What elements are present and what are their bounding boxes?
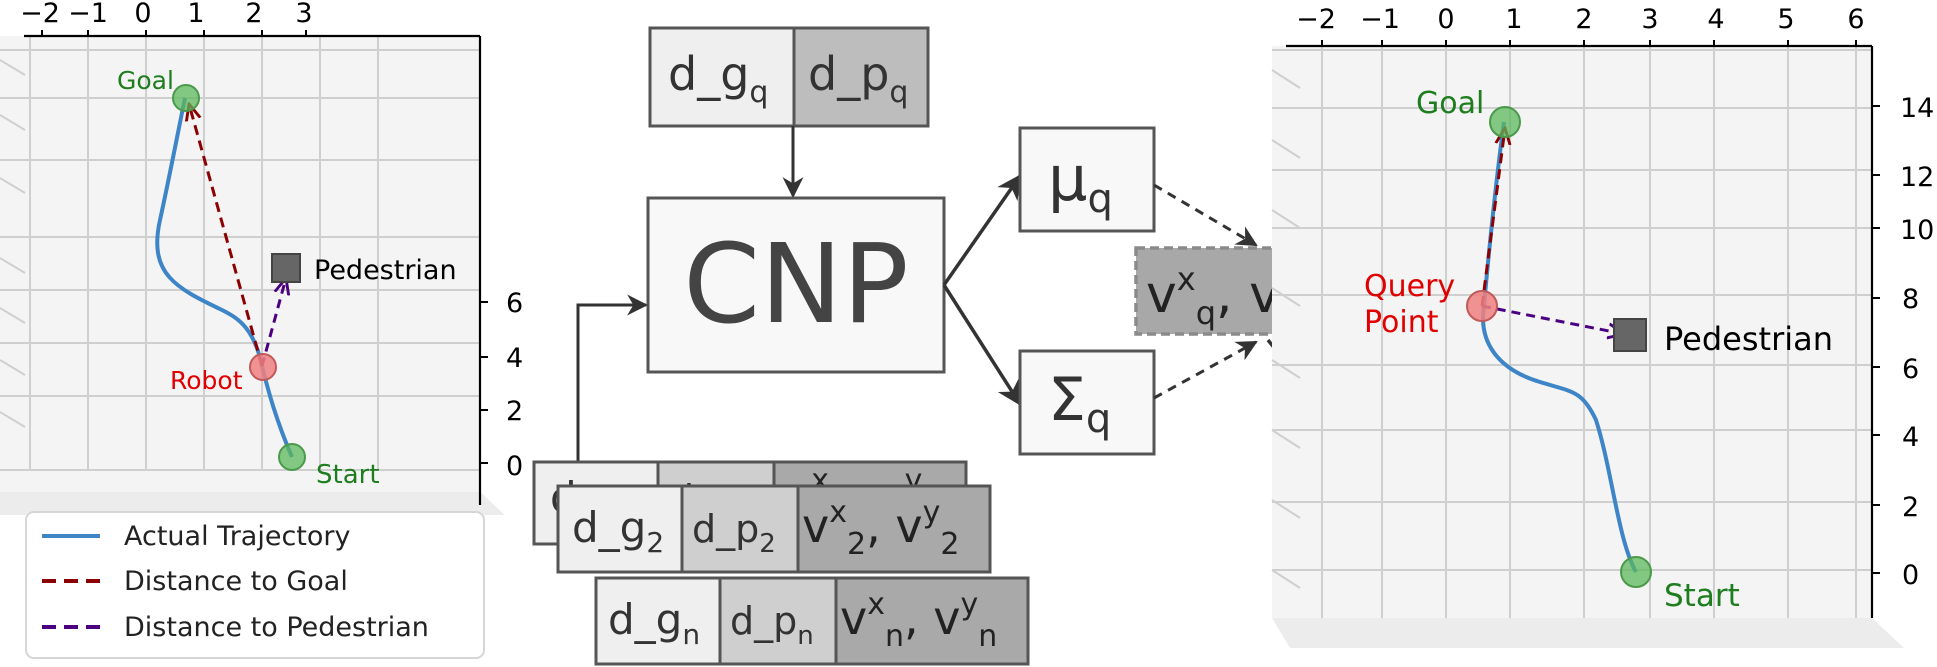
mu-label: μq <box>1048 142 1113 222</box>
right-pedestrian-marker <box>1613 318 1647 352</box>
context-row-2-dp: d_p2 <box>692 507 776 559</box>
context-to-cnp-arrow <box>576 294 649 462</box>
right-y-tick: 14 <box>1900 93 1934 124</box>
sigma-label: Σq <box>1048 365 1111 442</box>
left-trajectory <box>155 97 294 458</box>
left-goal-label: Goal <box>117 66 174 95</box>
context-row-2: d_g2 d_p2 vx2, vy2 <box>556 484 992 574</box>
right-y-tick: 4 <box>1902 422 1919 453</box>
right-plot-floor <box>1272 618 1904 648</box>
left-x-tick: 1 <box>187 0 204 29</box>
context-row-2-dg: d_g2 <box>572 503 664 559</box>
right-y-tick: 8 <box>1902 284 1919 315</box>
left-robot-marker <box>249 353 277 381</box>
right-y-tick-marks <box>1872 105 1880 574</box>
right-x-tick: 3 <box>1641 4 1658 35</box>
sigma-to-output-arrow <box>1153 340 1258 400</box>
right-start-marker <box>1620 556 1652 588</box>
right-plot-grid <box>1271 46 1872 620</box>
right-goal-marker <box>1489 106 1521 138</box>
right-y-tick: 6 <box>1902 354 1919 385</box>
left-start-label: Start <box>316 460 380 490</box>
left-start-marker <box>278 443 306 471</box>
right-x-tick: 0 <box>1437 4 1454 35</box>
legend: Actual Trajectory Distance to Goal Dista… <box>25 511 485 659</box>
left-plot-pane <box>0 36 480 506</box>
left-distance-to-pedestrian <box>260 278 286 367</box>
query-dp-label: d_pq <box>808 47 908 110</box>
right-query-label-line1: Query <box>1364 269 1455 304</box>
left-distance-to-goal <box>189 104 264 367</box>
context-row-n-velocity: vxn, vyn <box>840 587 997 654</box>
left-x-tick: 2 <box>245 0 262 29</box>
right-x-tick: 2 <box>1575 4 1592 35</box>
left-x-tick: −2 <box>20 0 60 29</box>
legend-box <box>25 511 485 659</box>
left-y-tick: 0 <box>506 451 523 482</box>
left-robot-label: Robot <box>170 366 243 395</box>
left-goal-marker <box>172 84 200 112</box>
left-y-tick: 2 <box>506 396 523 427</box>
left-pedestrian-label: Pedestrian <box>314 255 457 286</box>
query-dp-cell <box>792 26 930 128</box>
left-y-tick-marks <box>480 301 488 464</box>
output-velocity-label: vxq, vyq <box>1146 260 1319 332</box>
mu-to-output-arrow <box>1153 183 1258 247</box>
cnp-to-mu-arrow <box>942 173 1022 287</box>
query-dg-cell <box>648 26 796 128</box>
legend-label: Distance to Pedestrian <box>124 612 429 643</box>
right-query-label-line2: Point <box>1364 305 1439 340</box>
right-y-tick: 12 <box>1900 162 1934 193</box>
cnp-to-sigma-arrow <box>942 284 1022 407</box>
right-y-tick: 2 <box>1902 492 1919 523</box>
right-plot-pane <box>1272 46 1872 618</box>
legend-label: Actual Trajectory <box>124 521 351 552</box>
left-plot-grid <box>0 36 480 471</box>
left-y-tick: 6 <box>506 288 523 319</box>
right-distance-to-goal <box>1480 128 1505 307</box>
right-x-tick: 1 <box>1505 4 1522 35</box>
sigma-box <box>1018 349 1156 456</box>
left-plot: −2 −1 0 1 2 3 6 4 2 0 Goal Pedestrian Ro… <box>0 0 523 515</box>
cnp-label: CNP <box>683 220 908 348</box>
right-x-tick-marks <box>1321 40 1857 46</box>
left-y-tick: 4 <box>506 343 523 374</box>
context-row-n: d_gn d_pn vxn, vyn <box>594 576 1030 666</box>
right-x-tick: 6 <box>1847 4 1864 35</box>
cnp-box <box>646 196 946 374</box>
right-pedestrian-label: Pedestrian <box>1664 320 1833 358</box>
context-row-n-dp: d_pn <box>730 599 814 651</box>
context-row-n-dg: d_gn <box>608 595 700 651</box>
left-plot-floor <box>0 492 505 515</box>
left-pedestrian-marker <box>271 253 301 283</box>
left-x-tick-marks <box>41 30 307 36</box>
right-query-point-marker <box>1466 290 1498 322</box>
right-x-tick: −2 <box>1296 4 1336 35</box>
mu-box <box>1018 126 1156 233</box>
right-x-tick: −1 <box>1360 4 1400 35</box>
right-goal-label: Goal <box>1416 86 1484 121</box>
left-x-tick: 3 <box>295 0 312 29</box>
legend-label: Distance to Goal <box>124 566 348 597</box>
right-y-tick: 0 <box>1902 560 1919 591</box>
right-y-tick: 10 <box>1900 215 1934 246</box>
right-x-tick: 5 <box>1777 4 1794 35</box>
right-distance-to-pedestrian <box>1481 304 1624 334</box>
query-dg-label: d_gq <box>668 47 768 110</box>
left-x-tick: 0 <box>134 0 151 29</box>
left-x-tick: −1 <box>68 0 108 29</box>
right-plot: −2 −1 0 1 2 3 4 5 6 0 2 4 6 8 10 12 14 <box>1271 4 1934 648</box>
right-x-tick: 4 <box>1707 4 1724 35</box>
context-row-2-velocity: vx2, vy2 <box>802 495 959 562</box>
right-start-label: Start <box>1664 578 1740 614</box>
